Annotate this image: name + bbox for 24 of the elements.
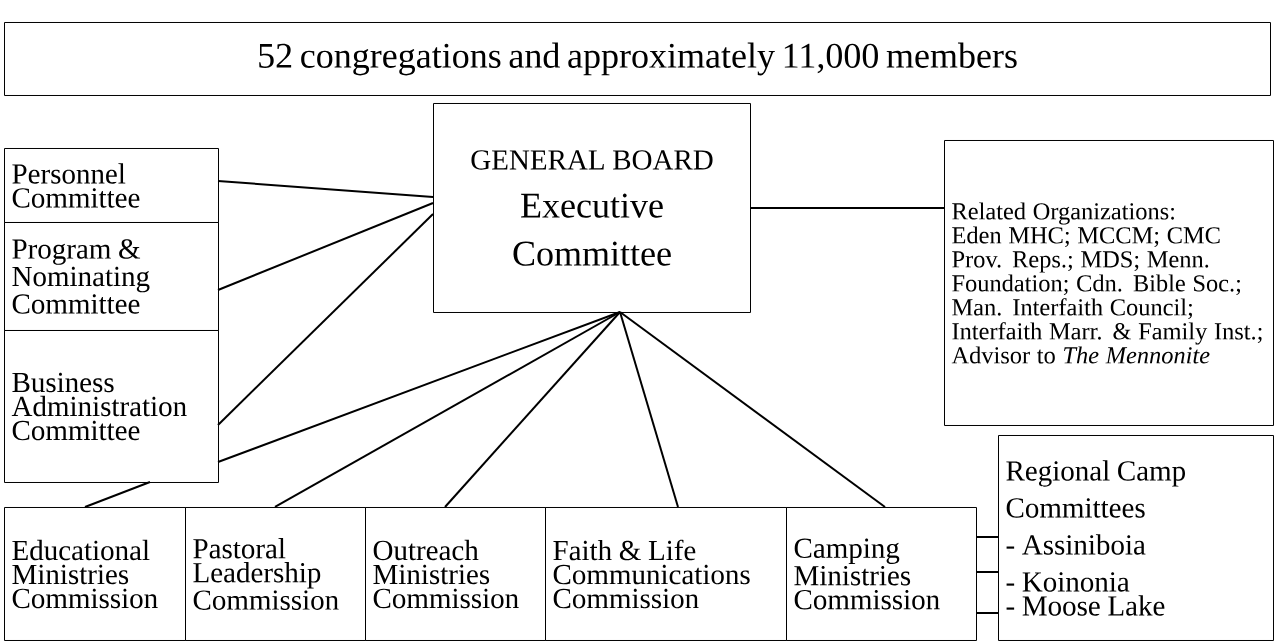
connector-line <box>217 202 434 291</box>
committee-box: Program & Nominating Committee <box>4 222 219 331</box>
connector-line <box>619 311 679 508</box>
committees-box: Regional Camp Committees - Assiniboia - Koinonia - Moose Lake <box>998 435 1274 641</box>
heading-box: 52 congregations and approximately 11,000 members <box>4 22 1271 96</box>
connector-line <box>975 612 999 614</box>
committee-box: Business Administration Committee <box>4 330 219 483</box>
connector-line <box>217 311 621 463</box>
connector-line <box>975 536 999 538</box>
commission-box: Educational Ministries Commission <box>4 507 186 641</box>
commission-box: Camping Ministries Commission <box>786 507 977 641</box>
commission-box: Pastoral Leadership Commission <box>185 507 366 641</box>
board-box: GENERAL BOARD Executive Committee <box>433 103 751 313</box>
connector-line <box>444 311 621 508</box>
connector-line <box>217 213 434 426</box>
connector-line <box>274 311 621 508</box>
connector-line <box>749 207 945 209</box>
commission-box: Outreach Ministries Commission <box>365 507 546 641</box>
connector-line <box>975 571 999 573</box>
connector-line <box>619 311 886 508</box>
organizations-box: Related Organizations: Eden MHC; MCCM; CMC Prov. Reps.; MDS; Menn. Foundation; Cdn. Bible Soc.; Man. Interfaith Council; Interfaith Marr. & Family Inst.; Advisor to The Mennonite <box>944 140 1274 426</box>
commission-box: Faith & Life Communications Commission <box>545 507 787 641</box>
committee-box: Personnel Committee <box>4 148 219 223</box>
connector-line <box>217 180 434 198</box>
